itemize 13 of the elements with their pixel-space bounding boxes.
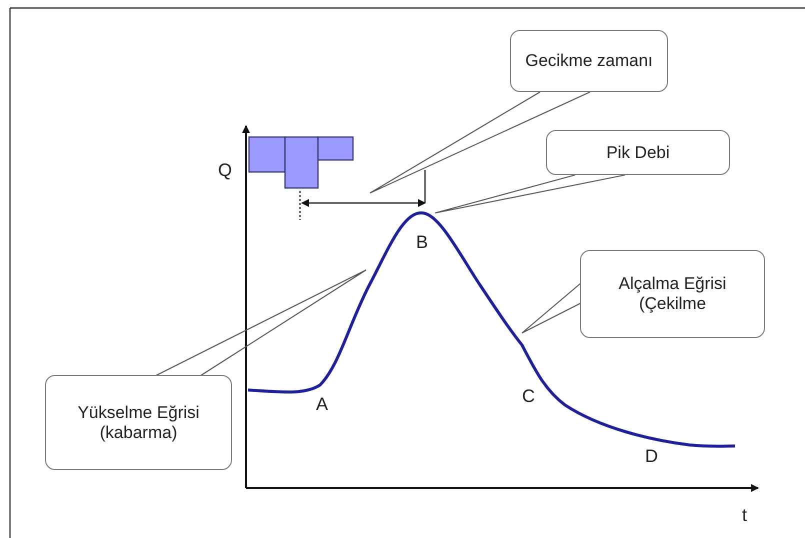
leader-line	[154, 269, 367, 376]
axis-label: Q	[218, 160, 232, 181]
point-label: B	[416, 232, 428, 253]
callout-box: Pik Debi	[546, 130, 730, 175]
point-label: C	[522, 386, 535, 407]
leader-line	[521, 282, 582, 334]
callout-box: Gecikme zamanı	[510, 30, 668, 92]
callout-box: Alçalma Eğrisi (Çekilme	[580, 250, 765, 338]
leader-line	[369, 92, 590, 194]
point-label: D	[645, 446, 658, 467]
axis-label: t	[742, 505, 748, 526]
callout-box: Yükselme Eğrisi (kabarma)	[45, 375, 232, 470]
point-label: A	[316, 394, 328, 415]
